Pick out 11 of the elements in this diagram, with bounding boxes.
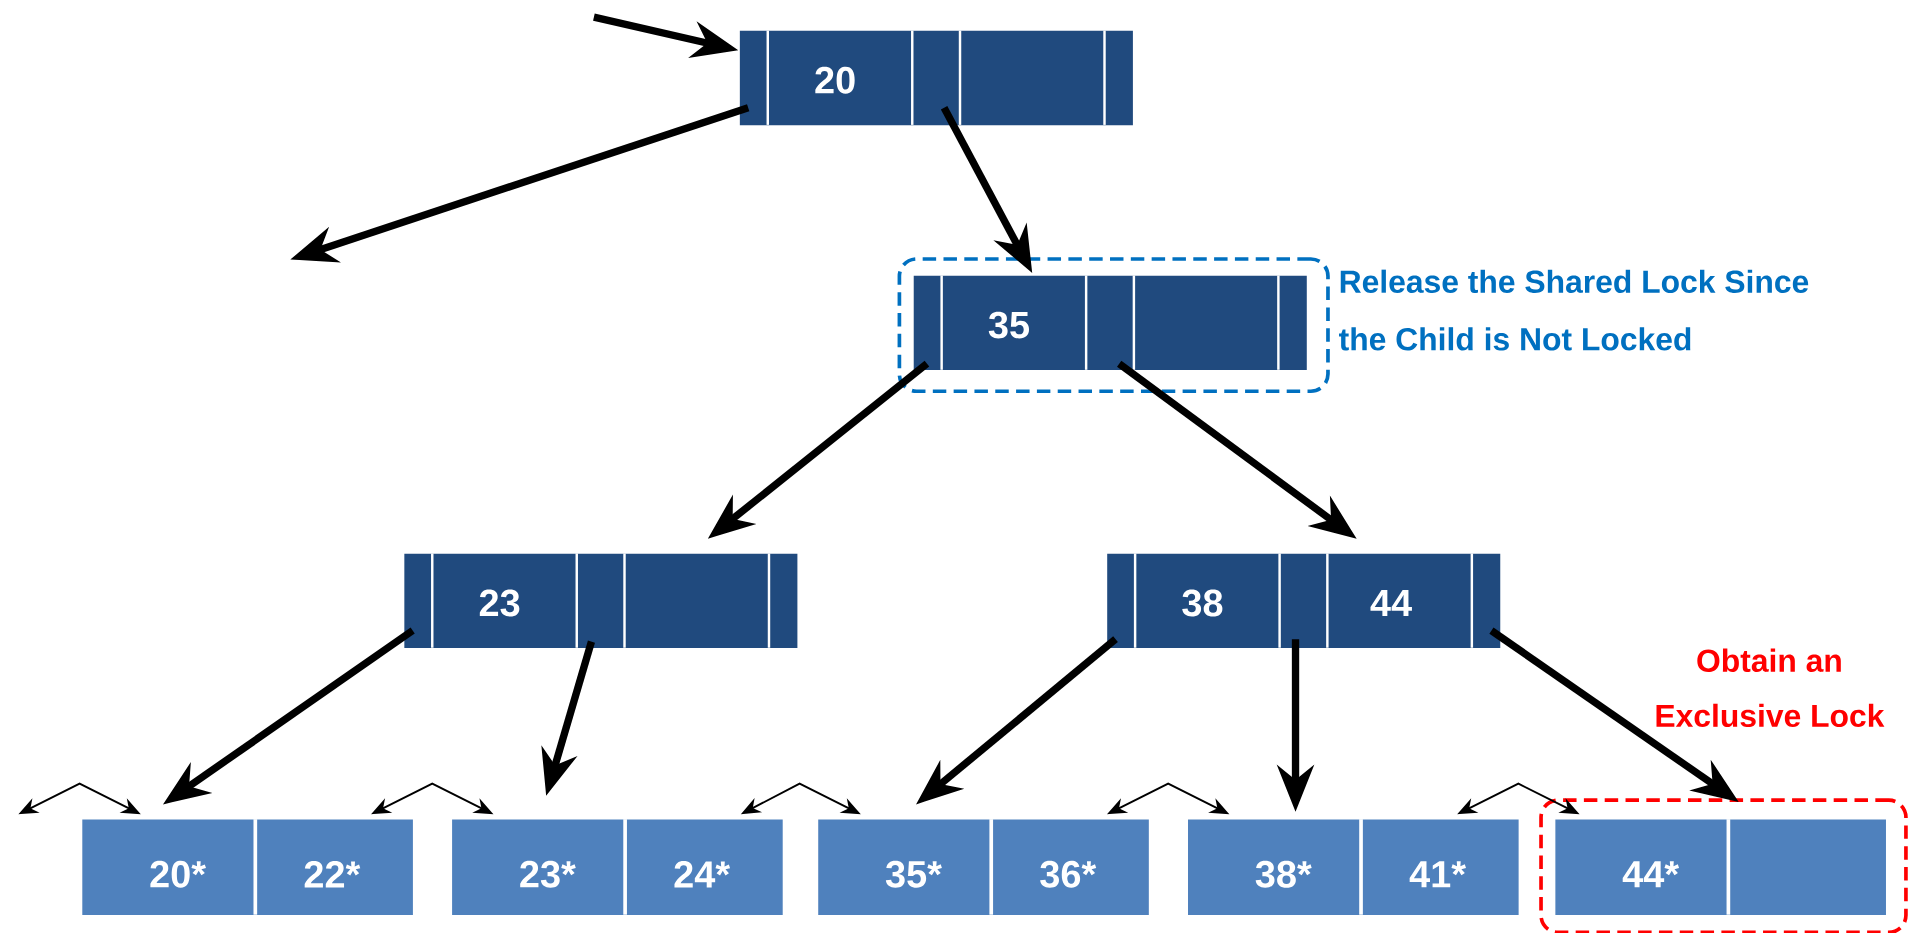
lock-note: Obtain an Exclusive Lock	[1656, 648, 1885, 728]
leaf-page: 38* 41*	[1188, 819, 1519, 915]
leaf-page: 23* 24*	[452, 819, 783, 915]
tree-node: 35	[913, 275, 1307, 370]
tree-node: 20	[739, 30, 1133, 126]
leaf-page: 20* 22*	[82, 819, 413, 915]
leaf-page: 44*	[1555, 819, 1886, 915]
leaf-page: 35* 36*	[818, 819, 1149, 915]
tree-node: 38 44	[1107, 553, 1501, 648]
tree-node: 23	[404, 553, 798, 648]
lock-note: Release the Shared Lock Since the Child is Not Locked	[1339, 269, 1809, 351]
